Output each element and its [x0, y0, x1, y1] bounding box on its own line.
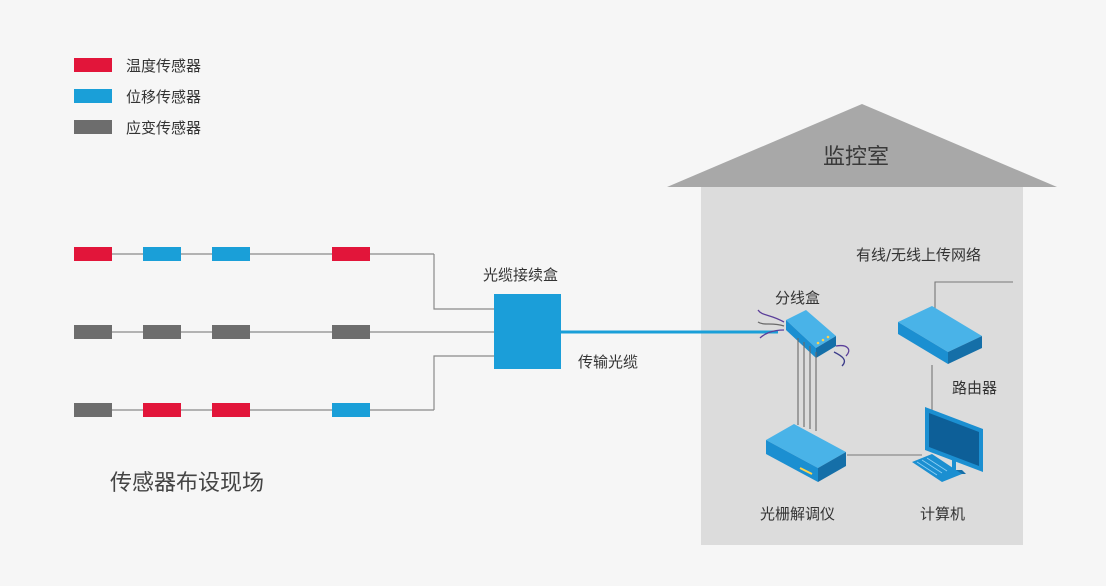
legend-label-temperature: 温度传感器: [126, 57, 202, 75]
network-lines: [847, 281, 1013, 456]
control-room-body: [701, 187, 1023, 545]
router-label: 路由器: [952, 379, 998, 397]
sensor-displacement: [212, 247, 250, 261]
legend-label-displacement: 位移传感器: [126, 88, 202, 106]
control-room-title: 监控室: [823, 145, 890, 170]
sensor-strain: [74, 403, 112, 417]
sensor-strain: [74, 325, 112, 339]
legend-label-strain: 应变传感器: [126, 119, 202, 137]
splice-box: [494, 294, 561, 369]
upload-network-label: 有线/无线上传网络: [856, 246, 982, 264]
control-room-roof: [667, 104, 1057, 187]
sensor-strain: [212, 325, 250, 339]
distribution-box-fibers: [757, 309, 850, 367]
legend-swatch-strain: [74, 120, 112, 134]
field-site-title: 传感器布设现场: [110, 471, 265, 496]
sensor-temperature: [332, 247, 370, 261]
router: [898, 306, 982, 364]
computer: [912, 407, 983, 482]
sensor-strain: [143, 325, 181, 339]
sensor-displacement: [143, 247, 181, 261]
legend-swatch-displacement: [74, 89, 112, 103]
demodulator-fibers: [797, 338, 817, 431]
sensor-temperature: [212, 403, 250, 417]
computer-label: 计算机: [920, 505, 966, 523]
sensor-group: [74, 247, 370, 417]
sensor-temperature: [143, 403, 181, 417]
legend-swatch-temperature: [74, 58, 112, 72]
sensor-displacement: [332, 403, 370, 417]
demodulator: [766, 424, 846, 482]
splice-box-label: 光缆接续盒: [483, 266, 559, 284]
demodulator-label: 光栅解调仪: [760, 505, 836, 523]
distribution-box: [786, 310, 836, 358]
sensor-temperature: [74, 247, 112, 261]
sensor-strain: [332, 325, 370, 339]
sensor-lines: [74, 253, 494, 411]
distribution-box-label: 分线盒: [775, 289, 821, 307]
transmission-cable-label: 传输光缆: [578, 353, 639, 371]
